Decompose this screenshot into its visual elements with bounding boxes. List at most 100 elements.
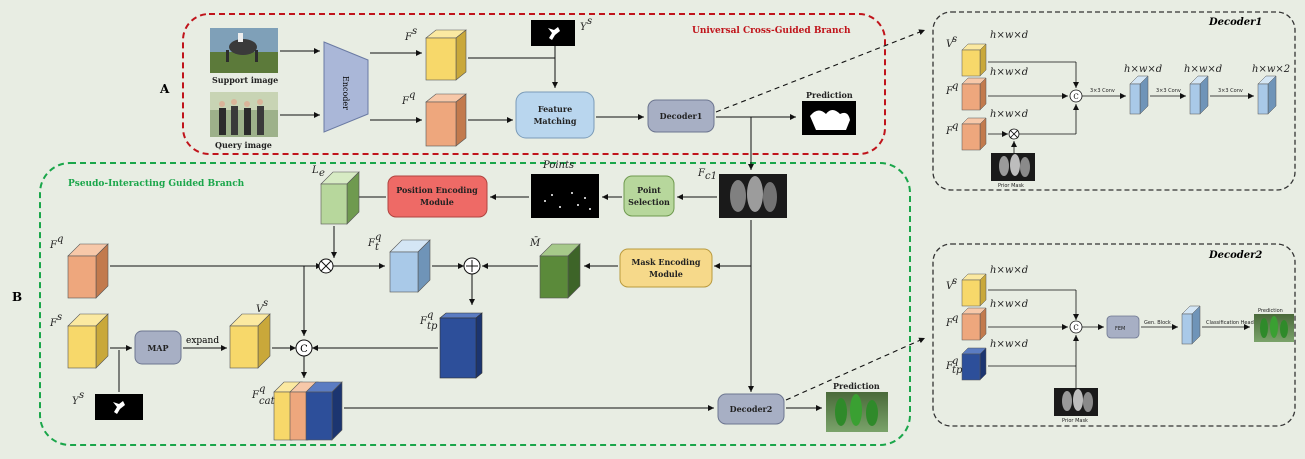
svg-text:C: C xyxy=(1073,93,1078,101)
svg-text:V: V xyxy=(946,281,955,292)
svg-text:q: q xyxy=(375,232,381,243)
svg-text:s: s xyxy=(587,16,592,27)
fq-feature-b xyxy=(67,243,109,299)
svg-text:h×w×d: h×w×d xyxy=(990,67,1028,78)
svg-text:c1: c1 xyxy=(705,171,717,182)
svg-text:Decoder1: Decoder1 xyxy=(660,111,703,121)
svg-text:Mask Encoding: Mask Encoding xyxy=(631,257,700,267)
prediction1-image xyxy=(802,101,856,135)
svg-text:s: s xyxy=(412,26,417,37)
fq-feature-a xyxy=(425,93,467,147)
svg-text:Gen. Block: Gen. Block xyxy=(1144,320,1171,326)
prediction2-label: Prediction xyxy=(833,381,880,391)
pig-branch-box xyxy=(39,162,911,446)
ucg-branch-box xyxy=(182,13,886,155)
fs-feature-b xyxy=(67,313,109,369)
svg-text:F: F xyxy=(945,318,954,329)
map-module xyxy=(134,330,182,365)
svg-text:q: q xyxy=(952,81,958,92)
decoder2-module[interactable] xyxy=(717,393,785,425)
support-image-label: Support image xyxy=(212,75,278,85)
position-encoding-module xyxy=(387,175,488,218)
mask-encoding-module xyxy=(619,248,713,288)
svg-text:e: e xyxy=(319,168,325,179)
svg-text:Prior Mask: Prior Mask xyxy=(1062,418,1088,424)
svg-text:h×w×2: h×w×2 xyxy=(1252,64,1290,75)
fs-symbol-b: F xyxy=(49,318,58,329)
svg-text:C: C xyxy=(300,344,308,355)
svg-text:s: s xyxy=(952,34,957,45)
ftq-symbol: F xyxy=(367,238,376,249)
svg-text:q: q xyxy=(952,356,958,367)
svg-text:Module: Module xyxy=(649,269,683,279)
fs-symbol-a: F xyxy=(404,32,413,43)
le-feature xyxy=(320,171,360,225)
svg-text:Decoder2: Decoder2 xyxy=(730,404,773,414)
svg-text:C: C xyxy=(1073,324,1078,332)
ys-symbol-b: Y xyxy=(72,396,80,407)
plus-node xyxy=(463,257,481,275)
svg-text:F: F xyxy=(945,361,954,372)
svg-text:tp: tp xyxy=(952,365,963,376)
encoder-block xyxy=(323,41,369,133)
svg-text:Prior Mask: Prior Mask xyxy=(998,183,1024,189)
multiply-node xyxy=(318,258,334,274)
svg-text:s: s xyxy=(57,312,62,323)
points-image xyxy=(531,174,599,218)
svg-text:q: q xyxy=(427,310,433,321)
ftpq-symbol: F xyxy=(419,316,428,327)
svg-text:h×w×d: h×w×d xyxy=(990,30,1028,41)
feature-matching-module xyxy=(515,91,595,139)
fc1-symbol: F xyxy=(697,168,706,179)
ucg-branch-title: Universal Cross-Guided Branch xyxy=(692,26,851,36)
ys-mask-b xyxy=(95,394,143,420)
decoder1-module[interactable] xyxy=(647,99,715,133)
svg-text:Matching: Matching xyxy=(534,116,577,126)
pig-branch-title: Pseudo-Interacting Guided Branch xyxy=(68,179,245,189)
svg-text:h×w×d: h×w×d xyxy=(1124,64,1162,75)
svg-text:h×w×d: h×w×d xyxy=(990,265,1028,276)
svg-text:Selection: Selection xyxy=(628,197,670,207)
prediction1-label: Prediction xyxy=(806,90,853,100)
mbar-symbol: M̄ xyxy=(529,237,541,249)
decoder2-panel xyxy=(932,243,1296,427)
label-a: A xyxy=(159,82,170,96)
svg-text:tp: tp xyxy=(427,321,438,332)
svg-text:Prediction: Prediction xyxy=(1258,308,1283,314)
svg-text:s: s xyxy=(952,276,957,287)
query-image-label: Query image xyxy=(215,140,272,150)
ftpq-feature xyxy=(439,312,483,379)
prediction2-image xyxy=(826,392,888,432)
svg-text:F: F xyxy=(945,126,954,137)
concat-node: C xyxy=(295,339,313,357)
vs-feature-b xyxy=(229,313,271,369)
ftq-feature xyxy=(389,239,431,293)
svg-text:3×3 Conv: 3×3 Conv xyxy=(1090,88,1115,94)
label-b: B xyxy=(12,290,22,304)
fq-symbol-a: F xyxy=(401,96,410,107)
svg-text:V: V xyxy=(946,39,955,50)
svg-text:Point: Point xyxy=(637,185,661,195)
fcat-symbol: F xyxy=(251,390,260,401)
ys-mask-a xyxy=(531,20,575,46)
points-label: Points xyxy=(542,160,574,171)
fs-feature-a xyxy=(425,29,467,81)
svg-text:q: q xyxy=(259,384,265,395)
svg-text:F: F xyxy=(945,86,954,97)
decoder1-panel-title: Decoder1 xyxy=(1208,17,1262,28)
ys-symbol-a: Y xyxy=(580,22,588,33)
svg-text:q: q xyxy=(952,313,958,324)
svg-text:t: t xyxy=(375,242,380,253)
svg-text:Module: Module xyxy=(420,197,454,207)
svg-text:3×3 Conv: 3×3 Conv xyxy=(1156,88,1181,94)
svg-text:s: s xyxy=(263,298,268,309)
decoder2-detail: C xyxy=(961,273,1294,416)
svg-text:Position Encoding: Position Encoding xyxy=(396,185,478,195)
svg-text:q: q xyxy=(952,121,958,132)
svg-text:cat: cat xyxy=(259,396,276,407)
point-selection-module xyxy=(623,175,675,217)
fq-symbol-b: F xyxy=(49,240,58,251)
svg-text:h×w×d: h×w×d xyxy=(990,299,1028,310)
